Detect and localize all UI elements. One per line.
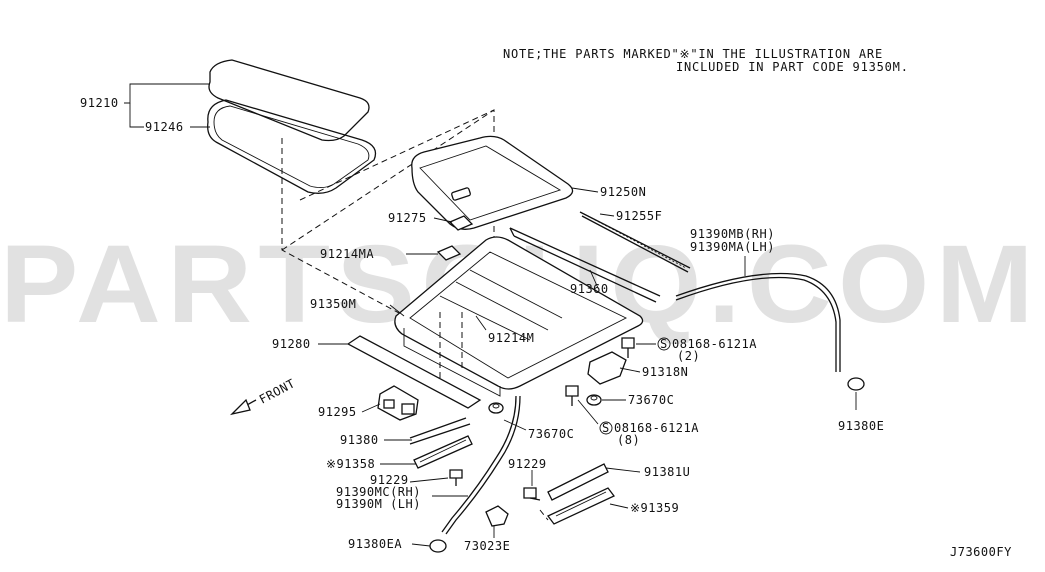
label-91280: 91280	[272, 337, 311, 351]
grommet-upper	[586, 394, 602, 406]
label-73670C-lower: 73670C	[528, 427, 574, 441]
s-mark-upper	[657, 337, 671, 351]
stopper-block	[448, 215, 474, 231]
sunshade	[411, 135, 574, 230]
label-91229-right: 91229	[508, 457, 547, 471]
s-symbol-lower: S	[602, 421, 610, 435]
drive-cable-right	[675, 272, 841, 372]
wind-deflector	[579, 211, 691, 273]
label-91381U: 91381U	[644, 465, 690, 479]
label-08168-lower-qty: (8)	[617, 433, 640, 447]
label-91318N: 91318N	[642, 365, 688, 379]
label-91380E: 91380E	[838, 419, 884, 433]
label-08168-upper-qty: (2)	[677, 349, 700, 363]
slide-rail-right	[547, 463, 609, 501]
cable-end-left	[429, 539, 447, 553]
glass-panel	[208, 59, 370, 142]
label-91390MB: 91390MB(RH)	[690, 227, 775, 241]
bolt-left	[449, 469, 463, 486]
label-91359: ※91359	[630, 501, 679, 515]
label-91250N: 91250N	[600, 185, 646, 199]
label-91380EA: 91380EA	[348, 537, 402, 551]
bolt-middle	[565, 385, 579, 406]
label-73670C-upper: 73670C	[628, 393, 674, 407]
label-91210: 91210	[80, 96, 119, 110]
bolt-right	[523, 487, 541, 501]
rail-guide-right	[539, 487, 616, 525]
cable-end-right	[847, 377, 865, 391]
s-symbol-upper: S	[660, 337, 668, 351]
drain-strip	[346, 335, 482, 409]
label-91360: 91360	[570, 282, 609, 296]
leader-lines	[124, 83, 857, 547]
label-91350M: 91350M	[310, 297, 356, 311]
bracket-block	[436, 245, 462, 261]
note-line-1: NOTE;THE PARTS MARKED"※"IN THE ILLUSTRAT…	[503, 47, 883, 61]
label-08168-lower: 08168-6121A	[614, 421, 699, 435]
sunroof-frame	[394, 236, 644, 397]
note-line-2: INCLUDED IN PART CODE 91350M.	[676, 60, 909, 74]
figure-code: J73600FY	[950, 545, 1012, 559]
label-91390MC: 91390MC(RH)	[336, 485, 421, 499]
label-91214M: 91214M	[488, 331, 534, 345]
label-91358: ※91358	[326, 457, 375, 471]
front-rail	[509, 227, 661, 303]
front-arrow-icon	[229, 398, 257, 416]
label-91295: 91295	[318, 405, 357, 419]
label-91229-left: 91229	[370, 473, 409, 487]
label-91255F: 91255F	[616, 209, 662, 223]
drive-cable-left	[441, 395, 521, 535]
s-mark-lower	[599, 421, 613, 435]
label-91380: 91380	[340, 433, 379, 447]
label-91390MA: 91390MA(LH)	[690, 240, 775, 254]
slide-rail-left	[409, 417, 473, 469]
grommet-lower	[488, 402, 504, 414]
cable-clip	[485, 505, 509, 527]
label-91246: 91246	[145, 120, 184, 134]
label-73023E: 73023E	[464, 539, 510, 553]
bolt-upper	[621, 337, 635, 358]
label-08168-upper: 08168-6121A	[672, 337, 757, 351]
label-91390M: 91390M (LH)	[336, 497, 421, 511]
label-91214MA: 91214MA	[320, 247, 374, 261]
front-label: FRONT	[257, 376, 298, 406]
sunroof-motor	[377, 385, 419, 421]
rear-bracket	[587, 351, 627, 385]
label-91275: 91275	[388, 211, 427, 225]
